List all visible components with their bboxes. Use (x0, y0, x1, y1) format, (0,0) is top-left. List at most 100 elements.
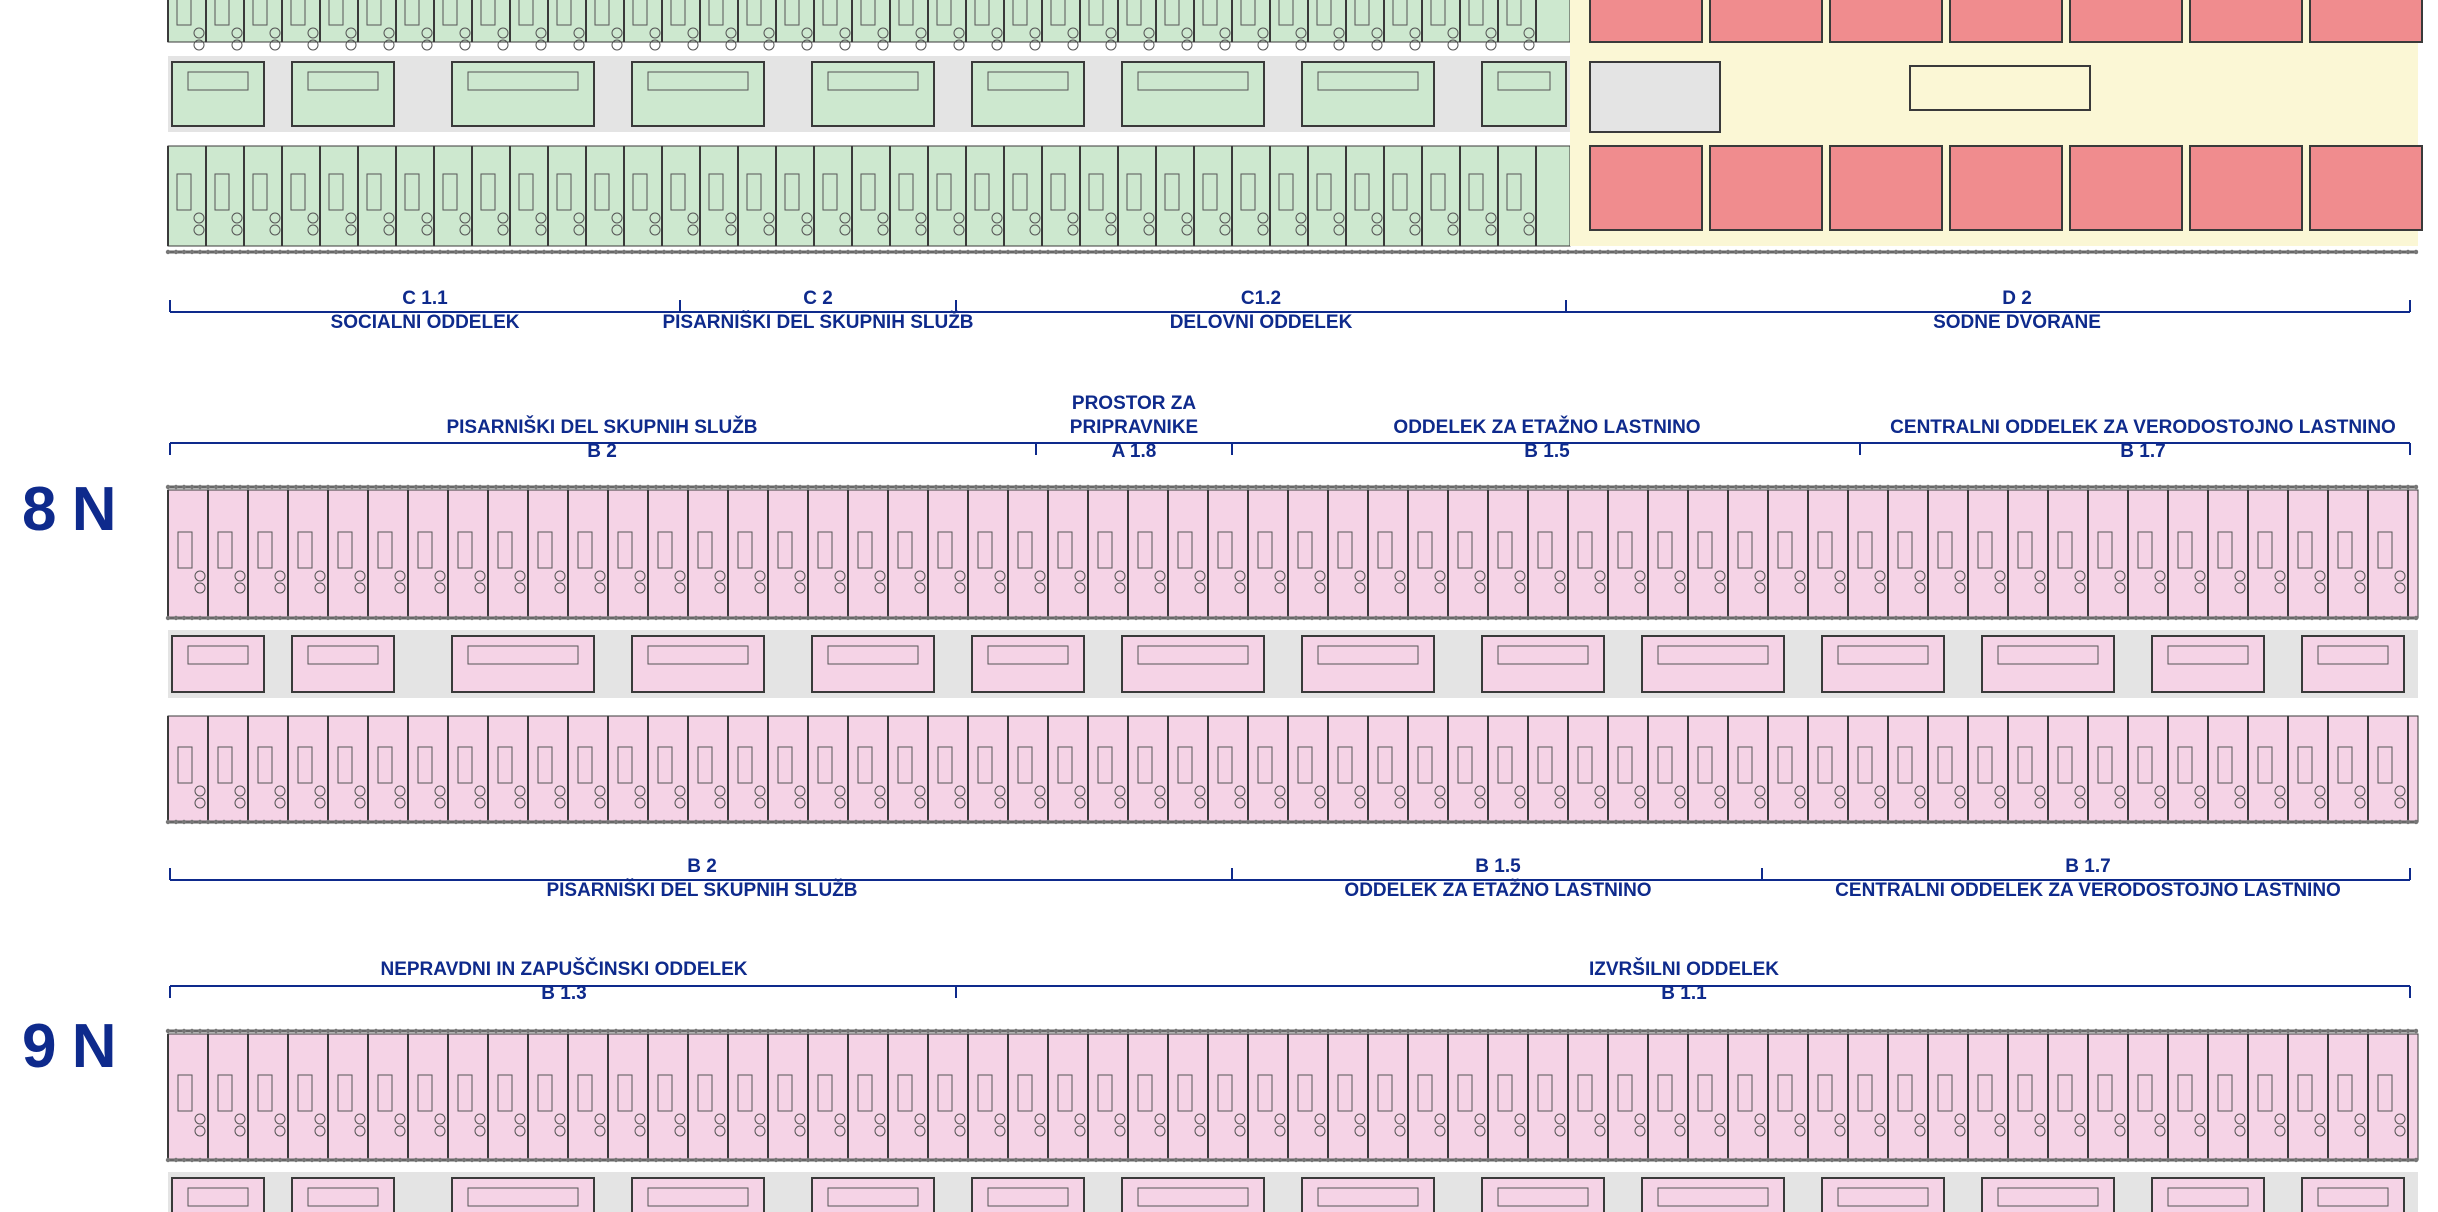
facade-mullion (2237, 1157, 2243, 1163)
desk-symbol (594, 173, 610, 211)
facade-mullion (1813, 249, 1819, 255)
facade-mullion (1877, 484, 1883, 490)
facade-mullion (1157, 1028, 1163, 1034)
facade-mullion (1285, 1157, 1291, 1163)
chair-symbol (514, 785, 526, 797)
facade-mullion (2029, 615, 2035, 621)
facade-mullion (1637, 819, 1643, 825)
chair-symbol (497, 27, 509, 39)
facade-mullion (2413, 249, 2419, 255)
facade-mullion (1437, 1028, 1443, 1034)
facade-mullion (685, 819, 691, 825)
chair-symbol (269, 27, 281, 39)
facade-mullion (893, 1157, 899, 1163)
facade-mullion (2045, 484, 2051, 490)
chair-symbol (763, 212, 775, 224)
facade-mullion (1637, 249, 1643, 255)
chair-symbol (1523, 27, 1535, 39)
chair-symbol (314, 797, 326, 809)
facade-mullion (1845, 819, 1851, 825)
facade-mullion (757, 1028, 763, 1034)
facade-mullion (173, 484, 179, 490)
facade-mullion (1781, 484, 1787, 490)
facade-mullion (2397, 1028, 2403, 1034)
facade-mullion (1077, 484, 1083, 490)
facade-mullion (877, 1028, 883, 1034)
desk-symbol (1697, 531, 1713, 569)
core-room (811, 1177, 935, 1212)
courtroom (2189, 145, 2303, 231)
facade-mullion (365, 615, 371, 621)
facade-mullion (277, 249, 283, 255)
facade-mullion (2213, 615, 2219, 621)
meeting-table (1837, 645, 1929, 665)
zone-name: SODNE DVORANE (1933, 312, 2101, 333)
facade-mullion (1925, 1028, 1931, 1034)
facade-mullion (749, 1028, 755, 1034)
chair-symbol (1794, 785, 1806, 797)
facade-mullion (253, 1157, 259, 1163)
chair-symbol (1554, 582, 1566, 594)
desk-symbol (1937, 531, 1953, 569)
facade-mullion (709, 249, 715, 255)
facade-mullion (1061, 1028, 1067, 1034)
desk-symbol (1017, 746, 1033, 784)
facade-mullion (2221, 1028, 2227, 1034)
facade-mullion (597, 615, 603, 621)
facade-mullion (973, 249, 979, 255)
chair-symbol (674, 797, 686, 809)
chair-symbol (1674, 1125, 1686, 1137)
desk-symbol (822, 173, 838, 211)
desk-symbol (974, 0, 990, 26)
chair-symbol (434, 785, 446, 797)
facade-mullion (2117, 1157, 2123, 1163)
chair-symbol (394, 797, 406, 809)
chair-symbol (1143, 27, 1155, 39)
facade-mullion (917, 1157, 923, 1163)
facade-mullion (1277, 484, 1283, 490)
facade-mullion (2269, 484, 2275, 490)
facade-mullion (669, 484, 675, 490)
desk-symbol (1577, 1074, 1593, 1112)
facade-mullion (1901, 484, 1907, 490)
facade-mullion (717, 819, 723, 825)
facade-mullion (1965, 615, 1971, 621)
facade-mullion (437, 1157, 443, 1163)
chair-symbol (2114, 1125, 2126, 1137)
desk-symbol (977, 746, 993, 784)
facade-mullion (2205, 819, 2211, 825)
facade-mullion (1125, 1028, 1131, 1034)
zone-label-c1-2: C1.2 DELOVNI ODDELEK (1170, 287, 1353, 335)
facade-mullion (1005, 484, 1011, 490)
chair-symbol (914, 570, 926, 582)
facade-mullion (381, 484, 387, 490)
desk-symbol (176, 0, 192, 26)
facade-mullion (1581, 819, 1587, 825)
desk-symbol (214, 173, 230, 211)
chair-symbol (573, 224, 585, 236)
facade-mullion (453, 819, 459, 825)
chair-symbol (1754, 1125, 1766, 1137)
chair-symbol (649, 224, 661, 236)
facade-mullion (669, 249, 675, 255)
chair-symbol (1274, 1113, 1286, 1125)
desk-symbol (2297, 531, 2313, 569)
chair-symbol (991, 212, 1003, 224)
chair-symbol (994, 570, 1006, 582)
facade-mullion (765, 1028, 771, 1034)
chair-symbol (1634, 1113, 1646, 1125)
desk-symbol (1737, 1074, 1753, 1112)
desk-symbol (290, 0, 306, 26)
facade-mullion (949, 249, 955, 255)
facade-mullion (909, 819, 915, 825)
desk-symbol (577, 746, 593, 784)
facade-mullion (717, 1028, 723, 1034)
desk-symbol (1737, 746, 1753, 784)
facade-mullion (877, 615, 883, 621)
facade-mullion (1021, 484, 1027, 490)
facade-mullion (2349, 1028, 2355, 1034)
facade-mullion (461, 249, 467, 255)
facade-mullion (1293, 484, 1299, 490)
facade-mullion (2053, 1028, 2059, 1034)
chair-symbol (1029, 224, 1041, 236)
